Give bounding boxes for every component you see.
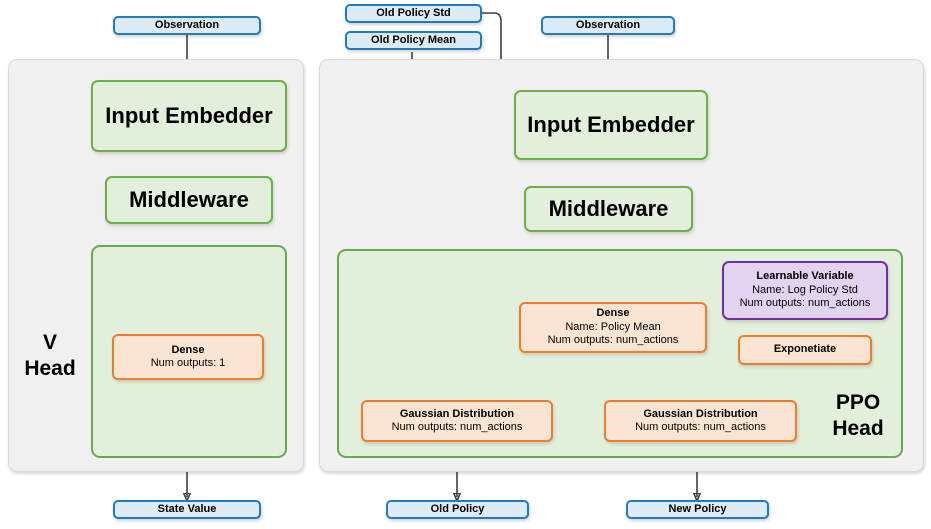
ppo-observation-label: Observation [575, 18, 641, 31]
learnable-variable-name: Name: Log Policy Std [752, 283, 858, 296]
old-policy-output[interactable]: Old Policy [386, 500, 529, 519]
new-policy-output-label: New Policy [668, 502, 727, 515]
old-policy-output-label: Old Policy [430, 502, 485, 515]
state-value-output[interactable]: State Value [113, 500, 261, 519]
learnable-variable-title: Learnable Variable [756, 270, 854, 283]
old-policy-mean-input[interactable]: Old Policy Mean [345, 31, 482, 50]
v-head-input-embedder-label: Input Embedder [105, 102, 273, 128]
ppo-dense-title: Dense [596, 307, 630, 320]
learnable-variable-outputs: Num outputs: num_actions [739, 297, 871, 310]
ppo-middleware-label: Middleware [548, 195, 669, 221]
gaussian-distribution-old[interactable]: Gaussian Distribution Num outputs: num_a… [361, 400, 553, 442]
exponetiate-op[interactable]: Exponetiate [738, 335, 872, 365]
v-head-middleware-label: Middleware [129, 186, 249, 212]
v-head-middleware[interactable]: Middleware [105, 176, 273, 224]
ppo-dense-outputs: Num outputs: num_actions [547, 334, 679, 347]
gaussian-old-title: Gaussian Distribution [399, 407, 515, 420]
ppo-head-caption: PPO Head [832, 391, 884, 441]
old-policy-std-label: Old Policy Std [376, 6, 451, 19]
ppo-observation-input[interactable]: Observation [541, 16, 675, 35]
learnable-variable-log-policy-std[interactable]: Learnable Variable Name: Log Policy Std … [722, 261, 888, 320]
v-head-dense[interactable]: Dense Num outputs: 1 [112, 334, 264, 380]
v-head-dense-outputs: Num outputs: 1 [150, 357, 226, 369]
state-value-label: State Value [157, 502, 217, 515]
v-head-input-embedder[interactable]: Input Embedder [91, 80, 287, 152]
ppo-middleware[interactable]: Middleware [524, 186, 693, 232]
v-head-observation-label: Observation [154, 18, 220, 31]
new-policy-output[interactable]: New Policy [626, 500, 769, 519]
exponetiate-title: Exponetiate [773, 343, 837, 356]
v-head-observation-input[interactable]: Observation [113, 16, 261, 35]
ppo-input-embedder[interactable]: Input Embedder [514, 90, 708, 160]
old-policy-std-input[interactable]: Old Policy Std [345, 4, 482, 23]
gaussian-old-outputs: Num outputs: num_actions [391, 421, 523, 433]
ppo-input-embedder-label: Input Embedder [527, 111, 695, 137]
gaussian-new-title: Gaussian Distribution [643, 407, 758, 420]
gaussian-new-outputs: Num outputs: num_actions [635, 421, 766, 433]
gaussian-distribution-new[interactable]: Gaussian Distribution Num outputs: num_a… [604, 400, 797, 442]
ppo-dense-policy-mean[interactable]: Dense Name: Policy Mean Num outputs: num… [519, 302, 707, 353]
ppo-dense-name: Name: Policy Mean [565, 320, 661, 333]
old-policy-mean-label: Old Policy Mean [371, 33, 456, 46]
v-head-dense-title: Dense [171, 343, 205, 356]
v-head-caption: V Head [24, 331, 76, 381]
